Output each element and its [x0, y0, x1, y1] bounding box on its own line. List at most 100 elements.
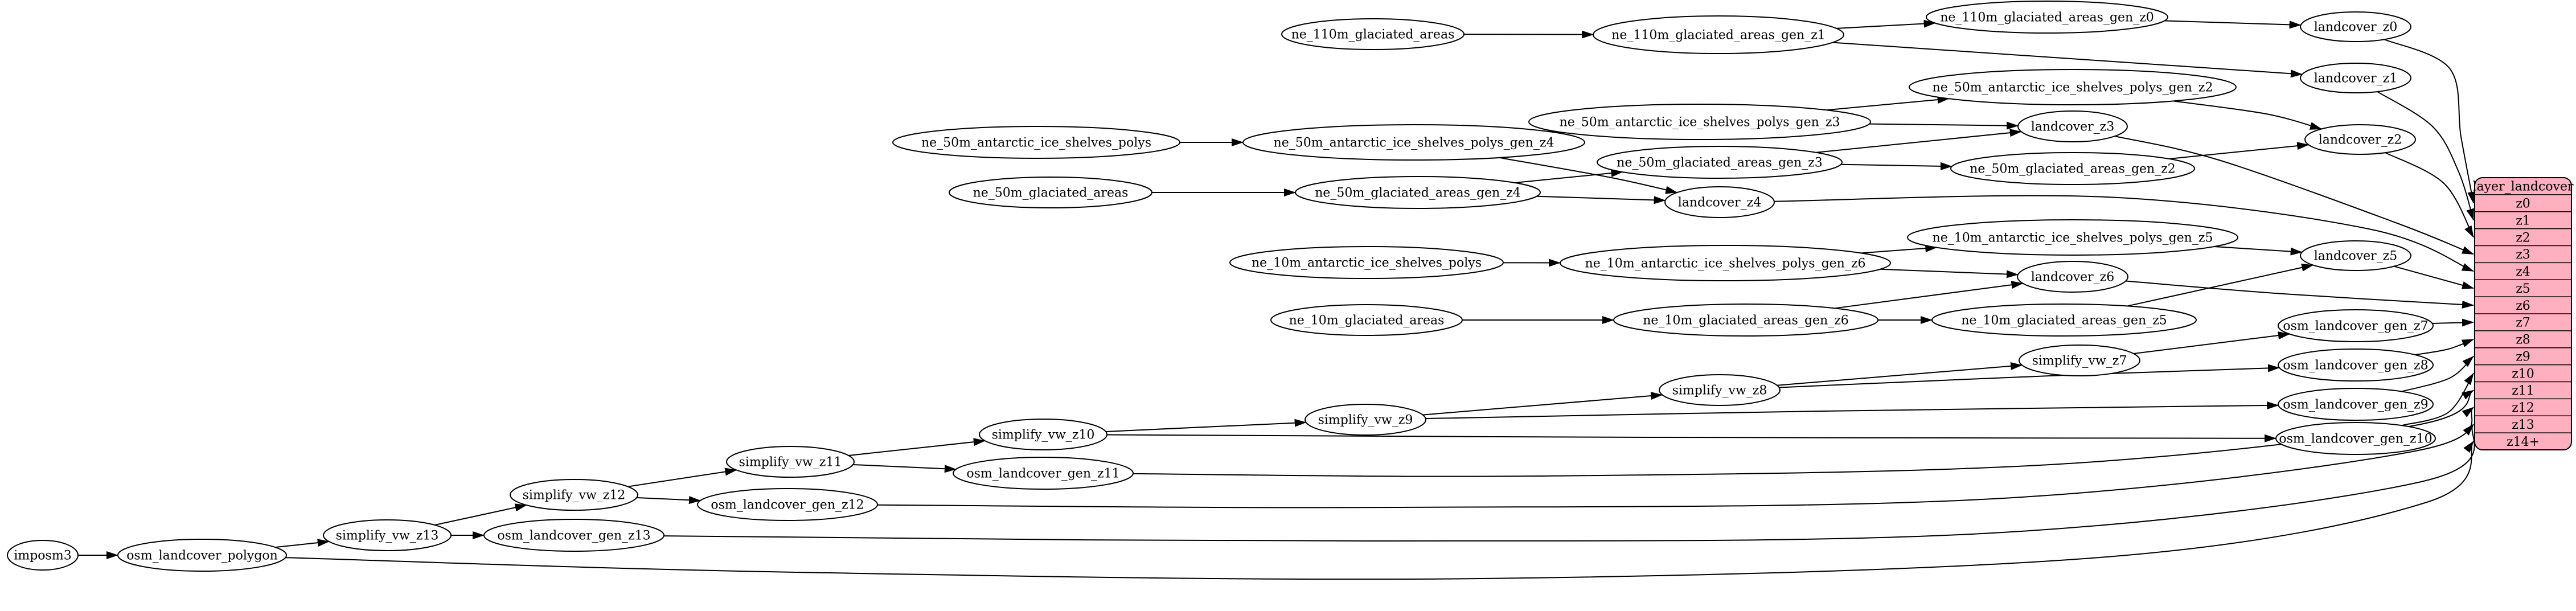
- node-label: simplify_vw_z10: [992, 428, 1095, 442]
- table-row-z9: z9: [2516, 350, 2530, 364]
- node-ne_50m_glaciated_areas_gen_z2: ne_50m_glaciated_areas_gen_z2: [1950, 152, 2195, 185]
- node-label: landcover_z5: [2314, 249, 2398, 264]
- node-osm_landcover_gen_z8: osm_landcover_gen_z8: [2278, 348, 2434, 382]
- table-row-z7: z7: [2516, 316, 2530, 330]
- node-label: ne_10m_antarctic_ice_shelves_polys: [1252, 256, 1482, 270]
- node-ellipse: [1931, 304, 2197, 337]
- edge-simplify_vw_z12-to-simplify_vw_z11: [627, 468, 737, 487]
- edge-landcover_z6-to-z6: [2126, 280, 2474, 309]
- edge-ne_110m_glaciated_areas_gen_z1-to-ne_110m_glaciated_areas_gen_z0: [1836, 19, 1936, 29]
- node-label: simplify_vw_z11: [739, 456, 842, 470]
- node-ellipse: [2275, 422, 2436, 455]
- node-label: simplify_vw_z9: [1318, 413, 1413, 428]
- node-ellipse: [1229, 246, 1504, 279]
- node-ellipse: [1613, 304, 1878, 337]
- edge-osm_landcover_gen_z13-to-z13: [663, 424, 2475, 542]
- node-label: ne_110m_glaciated_areas_gen_z0: [1940, 11, 2154, 25]
- node-ellipse: [726, 446, 855, 478]
- edge-ne_50m_glaciated_areas_gen_z3-to-landcover_z3: [1816, 129, 2022, 153]
- node-osm_landcover_polygon: osm_landcover_polygon: [117, 539, 287, 572]
- node-osm_landcover_gen_z11: osm_landcover_gen_z11: [953, 457, 1134, 490]
- node-ne_10m_glaciated_areas: ne_10m_glaciated_areas: [1270, 304, 1463, 336]
- node-simplify_vw_z8: simplify_vw_z8: [1659, 374, 1781, 406]
- node-landcover_z4: landcover_z4: [1664, 186, 1775, 218]
- edge-simplify_vw_z9-to-osm_landcover_gen_z9: [1425, 401, 2279, 420]
- node-label: landcover_z0: [2314, 20, 2398, 35]
- node-ellipse: [1909, 69, 2237, 105]
- node-ellipse: [2019, 345, 2140, 376]
- node-simplify_vw_z11: simplify_vw_z11: [726, 446, 855, 478]
- node-label: landcover_z1: [2314, 72, 2398, 86]
- node-simplify_vw_z10: simplify_vw_z10: [979, 419, 1107, 450]
- node-ellipse: [1664, 186, 1775, 218]
- node-osm_landcover_gen_z12: osm_landcover_gen_z12: [697, 488, 878, 521]
- node-label: landcover_z2: [2319, 133, 2402, 147]
- node-simplify_vw_z12: simplify_vw_z12: [510, 479, 638, 511]
- node-label: landcover_z6: [2031, 270, 2115, 285]
- table-row-z6: z6: [2516, 299, 2530, 313]
- table-row-z12: z12: [2512, 401, 2534, 415]
- node-ellipse: [117, 539, 287, 572]
- edge-ne_50m_antarctic_ice_shelves_polys_gen_z3-to-ne_50m_antarctic_ice_shelves_polys_gen_z2: [1826, 96, 1950, 111]
- edge-landcover_z5-to-z5: [2394, 265, 2474, 289]
- edge-ne_10m_glaciated_areas_gen_z6-to-landcover_z6: [1835, 281, 2024, 309]
- node-label: ne_10m_glaciated_areas: [1289, 314, 1445, 328]
- node-ellipse: [2304, 124, 2416, 155]
- table-row-z13: z13: [2512, 418, 2534, 432]
- node-ellipse: [892, 126, 1180, 159]
- node-label: ne_10m_antarctic_ice_shelves_polys_gen_z…: [1585, 257, 1866, 271]
- node-label: simplify_vw_z13: [336, 529, 439, 543]
- edge-simplify_vw_z7-to-osm_landcover_gen_z7: [2133, 331, 2290, 355]
- node-ne_10m_antarctic_ice_shelves_polys_gen_z6: ne_10m_antarctic_ice_shelves_polys_gen_z…: [1560, 245, 1891, 281]
- node-ne_50m_antarctic_ice_shelves_polys_gen_z2: ne_50m_antarctic_ice_shelves_polys_gen_z…: [1909, 69, 2237, 105]
- edge-osm_landcover_gen_z8-to-z8: [2415, 338, 2474, 356]
- node-ne_10m_glaciated_areas_gen_z5: ne_10m_glaciated_areas_gen_z5: [1931, 304, 2197, 337]
- node-landcover_z1: landcover_z1: [2300, 63, 2411, 93]
- node-ellipse: [1270, 304, 1463, 336]
- node-ellipse: [953, 457, 1134, 490]
- edge-simplify_vw_z13-to-simplify_vw_z12: [434, 503, 527, 526]
- node-simplify_vw_z7: simplify_vw_z7: [2019, 345, 2140, 376]
- node-ne_10m_glaciated_areas_gen_z6: ne_10m_glaciated_areas_gen_z6: [1613, 304, 1878, 337]
- node-label: ne_10m_glaciated_areas_gen_z6: [1643, 314, 1849, 328]
- node-label: ne_50m_antarctic_ice_shelves_polys_gen_z…: [1560, 116, 1840, 130]
- node-label: imposm3: [14, 549, 71, 563]
- node-ellipse: [2017, 261, 2128, 293]
- node-landcover_z0: landcover_z0: [2300, 11, 2411, 42]
- node-ne_110m_glaciated_areas_gen_z0: ne_110m_glaciated_areas_gen_z0: [1926, 1, 2168, 34]
- node-landcover_z3: landcover_z3: [2017, 110, 2128, 142]
- edge-osm_landcover_gen_z9-to-z9: [2401, 355, 2474, 392]
- node-label: osm_landcover_gen_z8: [2283, 359, 2428, 373]
- table-row-z10: z10: [2512, 367, 2534, 381]
- node-label: landcover_z4: [1678, 196, 1762, 210]
- table-row-z3: z3: [2516, 248, 2530, 262]
- edge-simplify_vw_z10-to-osm_landcover_gen_z10: [1106, 434, 2276, 442]
- table-row-z1: z1: [2516, 214, 2530, 228]
- node-ellipse: [7, 540, 79, 571]
- edge-simplify_vw_z8-to-simplify_vw_z7: [1777, 362, 2023, 386]
- node-ellipse: [2278, 309, 2434, 342]
- node-ellipse: [2300, 63, 2411, 93]
- node-ellipse: [323, 519, 452, 551]
- node-ellipse: [1597, 146, 1843, 179]
- node-label: ne_10m_antarctic_ice_shelves_polys_gen_z…: [1933, 231, 2213, 245]
- node-label: ne_50m_antarctic_ice_shelves_polys: [921, 136, 1151, 150]
- node-osm_landcover_gen_z9: osm_landcover_gen_z9: [2278, 388, 2434, 421]
- table-row-z4: z4: [2516, 265, 2530, 279]
- edge-layer: [78, 19, 2476, 580]
- node-label: osm_landcover_gen_z10: [2279, 432, 2432, 446]
- node-ellipse: [1305, 404, 1426, 436]
- edge-ne_10m_antarctic_ice_shelves_polys_gen_z6-to-ne_10m_antarctic_ice_shelves_polys_gen_z5: [1861, 244, 1938, 254]
- node-label: osm_landcover_gen_z7: [2283, 319, 2428, 334]
- edge-ne_50m_glaciated_areas_gen_z4-to-landcover_z4: [1536, 195, 1666, 204]
- node-ne_110m_glaciated_areas: ne_110m_glaciated_areas: [1281, 18, 1465, 50]
- table-row-z8: z8: [2516, 333, 2530, 347]
- edge-ne_110m_glaciated_areas_gen_z1-to-landcover_z1: [1832, 42, 2303, 78]
- node-ne_50m_glaciated_areas_gen_z3: ne_50m_glaciated_areas_gen_z3: [1597, 146, 1843, 179]
- node-ellipse: [697, 488, 878, 521]
- node-landcover_z5: landcover_z5: [2300, 240, 2411, 271]
- table-row-z2: z2: [2516, 231, 2530, 245]
- node-label: ne_50m_antarctic_ice_shelves_polys_gen_z…: [1933, 81, 2213, 95]
